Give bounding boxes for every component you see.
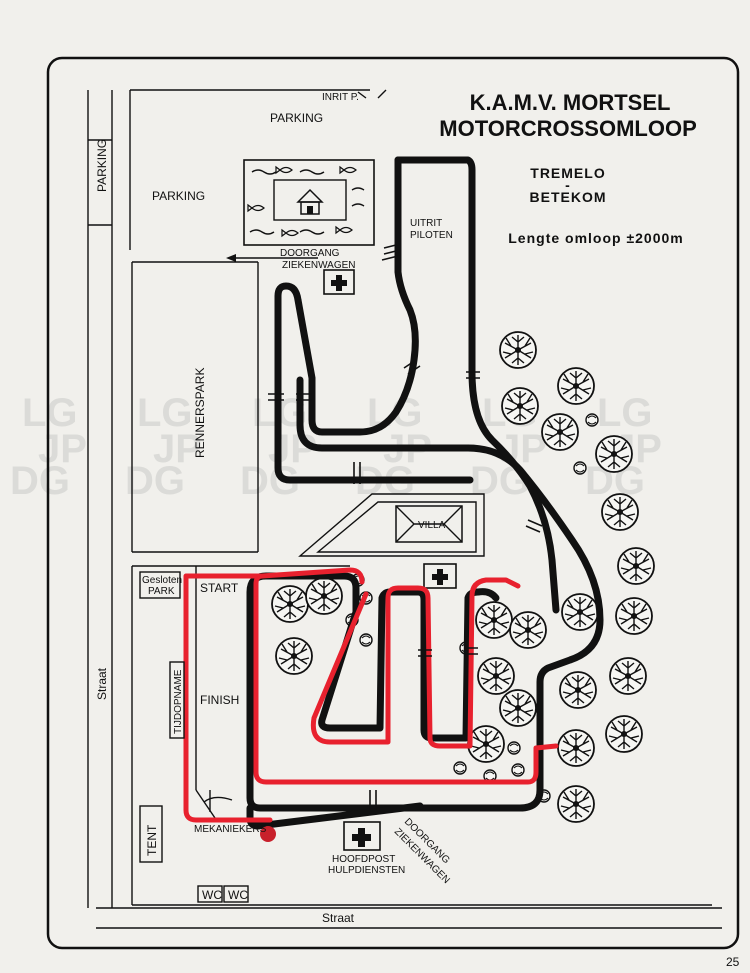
house-icon — [296, 188, 324, 215]
label-villa: VILLA — [418, 520, 446, 531]
label-hoofdpost: HOOFDPOST — [332, 854, 395, 865]
label-inrit: INRIT P. — [322, 92, 359, 103]
watermark-dg: DG — [125, 459, 185, 503]
label-piloten: PILOTEN — [410, 230, 453, 241]
label-ziekenwagen: ZIEKENWAGEN — [282, 260, 356, 271]
fish-icon — [247, 165, 357, 238]
location-town2: BETEKOM — [530, 189, 607, 205]
length-note: Lengte omloop ±2000m — [508, 230, 684, 246]
track — [246, 156, 604, 830]
roads — [87, 89, 722, 929]
watermark-lg: LG — [22, 391, 78, 435]
label-wc-2: WC — [228, 888, 248, 902]
wc-box-2 — [223, 885, 249, 903]
watermark: LG JP DG LG JP DG LG JP DG LG JP DG LG J… — [10, 391, 662, 503]
arrow-left-icon — [226, 254, 318, 262]
watermark-lg: LG — [137, 391, 193, 435]
label-rennerspark: RENNERSPARK — [193, 368, 207, 458]
tijdopname-box — [169, 661, 185, 739]
first-aid-cross-icon — [423, 563, 457, 589]
label-mekaniekers: MEKANIEKERS — [194, 824, 267, 835]
label-straat-left: Straat — [95, 667, 109, 700]
watermark-jp: JP — [498, 427, 547, 471]
watermark-jp: JP — [153, 427, 202, 471]
label-parking-vertical: PARKING — [95, 139, 109, 192]
title-line1: K.A.M.V. MORTSEL — [470, 90, 671, 115]
watermark-lg: LG — [597, 391, 653, 435]
label-straat-bottom: Straat — [322, 911, 355, 925]
tent-box — [139, 805, 163, 863]
watermark-jp: JP — [38, 427, 87, 471]
label-hulpdiensten: HULPDIENSTEN — [328, 865, 405, 876]
label-doorgang: DOORGANG — [280, 248, 340, 259]
label-start: START — [200, 581, 239, 595]
label-parking-top: PARKING — [270, 111, 323, 125]
label-uitrit: UITRIT — [410, 218, 442, 229]
label-finish: FINISH — [200, 693, 239, 707]
label-wc-1: WC — [202, 888, 222, 902]
first-aid-cross-icon — [323, 269, 355, 295]
location-town1: TREMELO — [530, 165, 605, 181]
fish-pond — [243, 159, 375, 246]
gesloten-park-box — [139, 571, 181, 599]
title-line2: MOTORCROSSOMLOOP — [439, 116, 697, 141]
location-dash: - — [565, 177, 571, 193]
label-tent: TENT — [145, 824, 159, 856]
map-frame — [46, 56, 740, 950]
mechanics-marker — [260, 826, 276, 842]
red-loop — [183, 567, 559, 823]
page-number: 25 — [726, 955, 740, 969]
label-gesloten: Gesloten — [142, 575, 182, 586]
label-tijdopname: TIJDOPNAME — [173, 669, 184, 734]
wc-box-1 — [197, 885, 223, 903]
watermark-dg: DG — [10, 459, 70, 503]
first-aid-cross-icon — [343, 821, 381, 851]
track-crossings — [268, 243, 543, 810]
villa — [298, 493, 485, 557]
label-parking-left: PARKING — [152, 189, 205, 203]
label-park: PARK — [148, 586, 175, 597]
watermark-dg: DG — [470, 459, 530, 503]
